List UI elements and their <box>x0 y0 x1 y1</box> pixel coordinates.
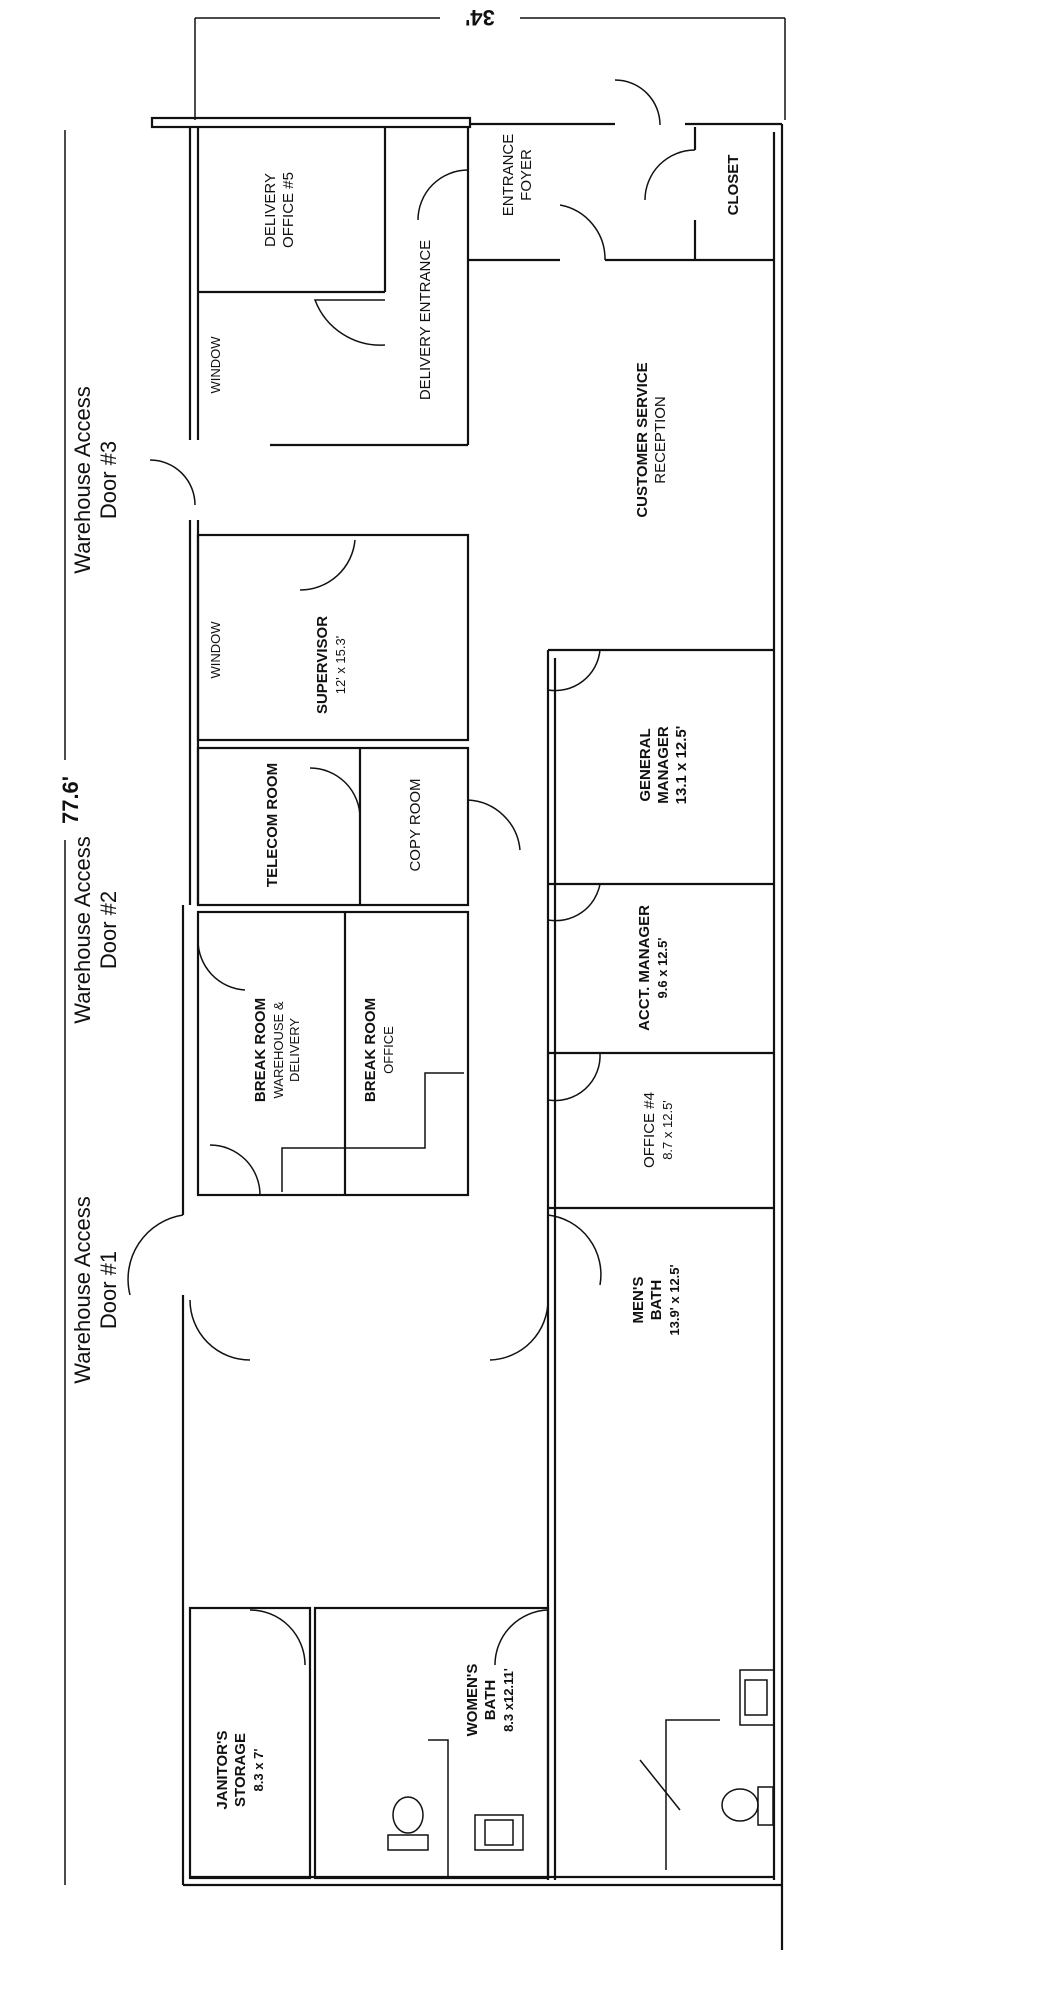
width-dimension: 34' <box>194 5 786 120</box>
room-delivery-office: DELIVERYOFFICE #5 <box>262 172 297 248</box>
room-general-manager: GENERALMANAGER13.1 x 12.5' <box>637 726 690 805</box>
interior-walls <box>188 127 774 1880</box>
toilet-icon <box>392 1796 424 1834</box>
warehouse-door-2-label: Warehouse AccessDoor #2 <box>70 836 121 1024</box>
room-copy: COPY ROOM <box>407 778 424 871</box>
warehouse-door-3-label: Warehouse AccessDoor #3 <box>70 386 121 574</box>
warehouse-door-1-label: Warehouse AccessDoor #1 <box>70 1196 121 1384</box>
door-swings <box>127 79 696 1666</box>
toilet-icon <box>721 1788 759 1822</box>
room-delivery-entrance: DELIVERY ENTRANCE <box>417 240 434 400</box>
room-closet: CLOSET <box>725 155 742 216</box>
room-telecom: TELECOM ROOM <box>264 763 281 887</box>
window-label: WINDOW <box>208 336 223 394</box>
room-entrance-foyer: ENTRANCEFOYER <box>500 134 535 217</box>
window-label: WINDOW <box>208 621 223 679</box>
length-dimension: 77.6' <box>58 130 83 1885</box>
sink-icon <box>739 1669 775 1726</box>
sink-icon <box>474 1814 524 1851</box>
width-label: 34' <box>465 5 495 30</box>
bathroom-fixtures <box>387 1669 775 1878</box>
room-labels: DELIVERYOFFICE #5 DELIVERY ENTRANCE WIND… <box>208 134 742 1810</box>
room-customer-service: CUSTOMER SERVICERECEPTION <box>634 362 669 517</box>
length-label: 77.6' <box>58 776 83 824</box>
